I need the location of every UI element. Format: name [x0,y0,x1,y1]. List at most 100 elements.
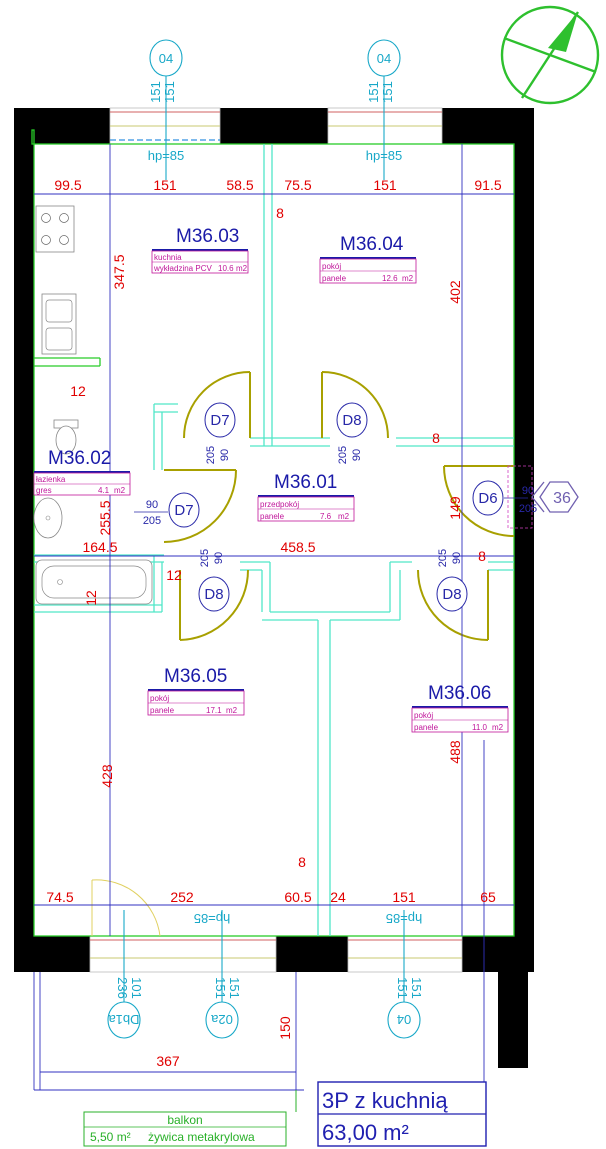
dimension-lines [33,144,514,1091]
dim-bottom-6: 65 [480,889,496,905]
svg-text:402: 402 [447,280,463,304]
summary-box: 3P z kuchnią 63,00 m² [317,1081,487,1147]
svg-text:przedpokój: przedpokój [260,500,299,509]
north-arrow-icon [500,5,600,105]
svg-text:90: 90 [146,499,158,511]
svg-text:90: 90 [213,552,225,564]
svg-text:M36.03: M36.03 [176,226,239,247]
door-label-2: D8 205 90 [336,402,368,464]
svg-text:367: 367 [156,1053,180,1069]
svg-text:pokój: pokój [150,694,169,703]
svg-text:gres: gres [36,486,52,495]
svg-text:M36.02: M36.02 [48,448,111,469]
window-mark-top-1: 04 151 151 hp=85 [148,39,185,180]
svg-text:D8: D8 [342,412,361,429]
svg-text:17.1: 17.1 [206,706,222,715]
apartment-area: 63,00 m² [322,1120,409,1145]
svg-text:m2: m2 [492,723,504,732]
svg-text:205: 205 [519,503,537,515]
room-label-m36-06: M36.06 pokój panele 11.0 m2 [411,683,509,733]
room-label-m36-02: M36.02 łazienka gres 4.1 m2 [33,448,131,496]
svg-text:łazienka: łazienka [36,475,66,484]
door-label-4: D6 90 205 [472,480,537,516]
door-label-1: D7 205 90 [204,402,236,464]
svg-text:hp=85: hp=85 [194,911,231,926]
svg-text:101: 101 [129,977,144,999]
svg-text:04: 04 [159,51,173,66]
bathroom-fixtures [33,419,153,605]
svg-text:m2: m2 [114,486,126,495]
apartment-number-badge: 36 [507,465,579,529]
svg-text:panele: panele [322,274,347,283]
window-mark-bottom-1: Db1a 236 101 [107,910,144,1039]
window-mark-bottom-3: 04 151 151 hp=85 [386,910,424,1039]
room-label-m36-05: M36.05 pokój panele 17.1 m2 [147,666,245,716]
svg-text:10.6: 10.6 [218,264,234,273]
svg-text:m2: m2 [226,706,238,715]
svg-text:151: 151 [395,977,410,999]
svg-text:205: 205 [205,446,217,464]
svg-text:m2: m2 [236,264,248,273]
bottom-windows [89,935,463,973]
kitchen-fixtures [34,205,101,367]
svg-text:151: 151 [162,81,177,103]
svg-text:205: 205 [143,515,161,527]
svg-text:pokój: pokój [322,262,341,271]
svg-text:m2: m2 [338,512,350,521]
window-mark-bottom-2: 02a 151 151 hp=85 [194,910,242,1039]
door-label-3: D7 90 205 [134,492,200,528]
door-label-5: D8 205 90 [198,549,230,612]
balcony-label: balkon 5,50 m² żywica metakrylowa [83,1090,297,1147]
svg-text:hp=85: hp=85 [148,148,185,163]
svg-text:8: 8 [432,430,440,446]
svg-text:hp=85: hp=85 [386,911,423,926]
svg-text:90: 90 [451,552,463,564]
room-label-m36-01: M36.01 przedpokój panele 7.6 m2 [257,472,355,522]
svg-text:151: 151 [227,977,242,999]
svg-text:255.5: 255.5 [97,500,113,535]
dimensions-misc: 347.5 402 8 8 8 8 12 12 12 164.5 255.5 4… [70,205,486,1069]
dim-top-1: 99.5 [54,177,81,193]
svg-text:balkon: balkon [167,1113,202,1127]
svg-text:7.6: 7.6 [320,512,332,521]
svg-text:panele: panele [260,512,285,521]
window-mark-top-2: 04 151 151 hp=85 [366,39,403,180]
svg-text:488: 488 [447,740,463,764]
svg-text:D7: D7 [210,412,229,429]
svg-text:90: 90 [522,485,534,497]
svg-text:02a: 02a [210,1012,232,1027]
svg-text:pokój: pokój [414,711,433,720]
svg-text:5,50 m²: 5,50 m² [90,1130,131,1144]
svg-text:205: 205 [199,549,211,567]
room-label-m36-04: M36.04 pokój panele 12.6 m2 [319,234,417,284]
dim-top-2: 151 [153,177,177,193]
svg-text:m2: m2 [402,274,414,283]
apartment-type: 3P z kuchnią [322,1088,448,1113]
svg-text:151: 151 [366,81,381,103]
svg-text:M36.01: M36.01 [274,472,337,493]
svg-text:149: 149 [447,496,463,520]
svg-text:12.6: 12.6 [382,274,398,283]
svg-text:04: 04 [397,1012,411,1027]
dim-bottom-1: 74.5 [46,889,73,905]
dim-top-4: 75.5 [284,177,311,193]
interior-outline [31,129,515,937]
dim-top-3: 58.5 [226,177,253,193]
dim-top-6: 91.5 [474,177,501,193]
svg-text:4.1: 4.1 [98,486,110,495]
dimensions-bottom: 74.5 252 60.5 24 151 65 [46,889,496,905]
svg-text:M36.05: M36.05 [164,666,227,687]
svg-text:hp=85: hp=85 [366,148,403,163]
dim-bottom-3: 60.5 [284,889,311,905]
svg-text:D6: D6 [478,490,497,507]
svg-text:Db1a: Db1a [108,1012,140,1027]
svg-text:205: 205 [337,446,349,464]
svg-text:164.5: 164.5 [82,539,117,555]
svg-text:151: 151 [409,977,424,999]
svg-text:150: 150 [277,1016,293,1040]
svg-text:151: 151 [380,81,395,103]
svg-text:151: 151 [213,977,228,999]
dim-bottom-4: 24 [330,889,346,905]
svg-text:12: 12 [83,590,99,606]
